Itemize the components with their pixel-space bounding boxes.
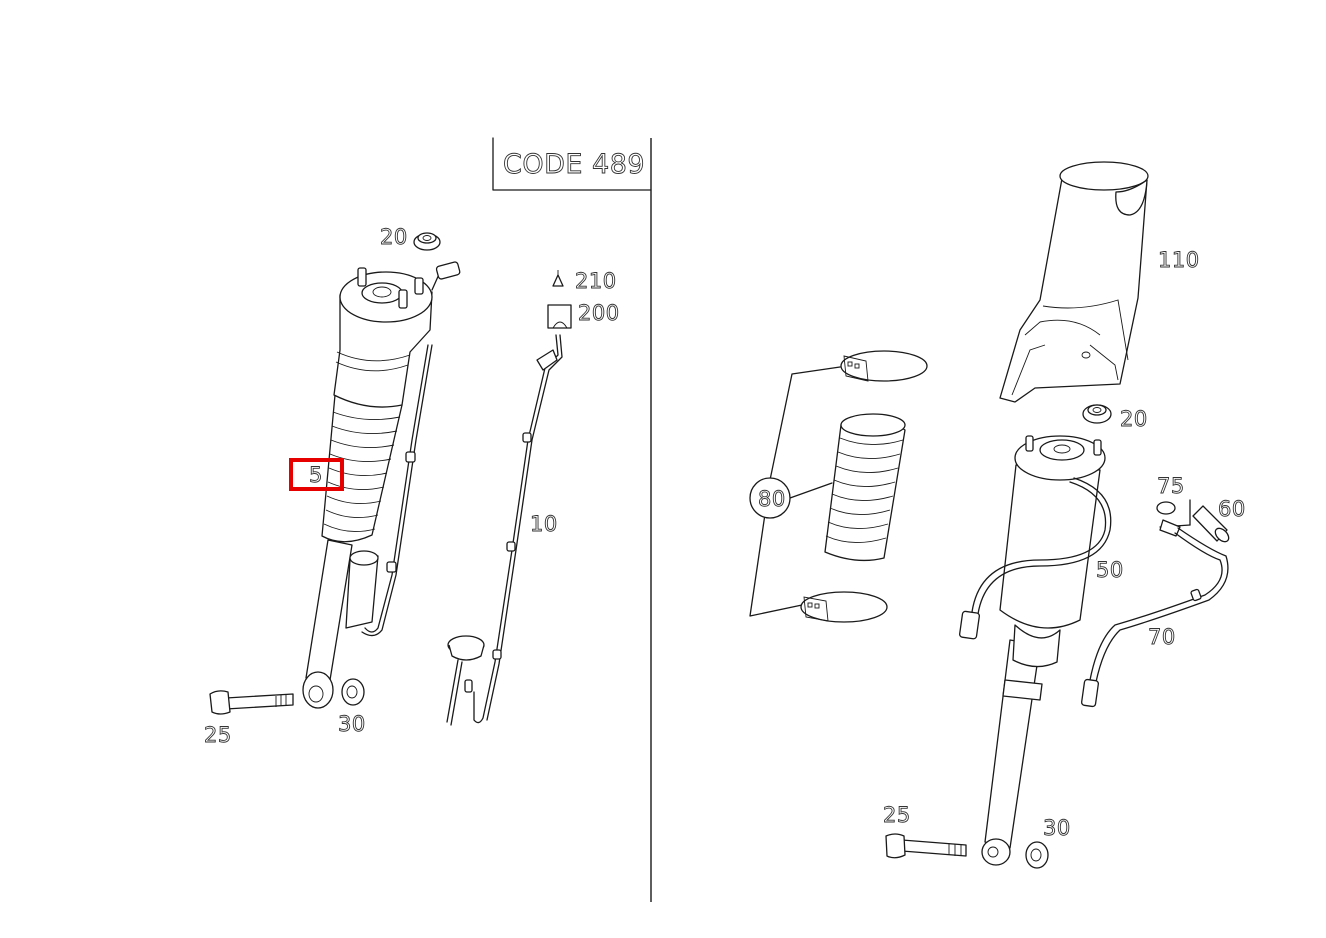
label-20-right: 20: [1120, 407, 1148, 431]
callout-80: 80: [749, 477, 791, 519]
connector-200[interactable]: [547, 304, 572, 329]
nut-20-right[interactable]: [1082, 404, 1112, 424]
bolt-25-right[interactable]: [885, 833, 967, 859]
label-10: 10: [530, 512, 558, 536]
sensor-cable-10[interactable]: [446, 334, 563, 726]
label-75: 75: [1157, 474, 1185, 498]
code-box: CODE 489: [492, 137, 652, 191]
label-20-left: 20: [380, 225, 408, 249]
label-30-left: 30: [338, 712, 366, 736]
label-210: 210: [575, 269, 617, 293]
label-25-left: 25: [204, 723, 232, 747]
label-70: 70: [1148, 625, 1176, 649]
label-25-right: 25: [883, 803, 911, 827]
plug-60[interactable]: [1192, 505, 1231, 544]
bolt-25-left[interactable]: [209, 690, 294, 715]
left-view: 20 210 200 10 5 25 30: [204, 225, 620, 748]
nut-20-left[interactable]: [413, 232, 441, 251]
label-110: 110: [1158, 248, 1200, 272]
boot-kit-80[interactable]: [749, 350, 928, 623]
cap-210[interactable]: [552, 270, 564, 287]
label-30-right: 30: [1043, 816, 1071, 840]
label-5: 5: [309, 463, 323, 487]
air-line-70[interactable]: [1080, 519, 1229, 708]
nut-30-right[interactable]: [1025, 841, 1049, 869]
nut-30-left[interactable]: [341, 678, 365, 706]
cover-110[interactable]: [999, 161, 1149, 403]
label-200: 200: [578, 301, 620, 325]
right-view: 110 20 80 75 60 50 70 25 30: [749, 161, 1246, 869]
air-strut-5[interactable]: [302, 261, 461, 709]
highlight-box-5: [289, 458, 344, 491]
code-label: CODE 489: [503, 149, 645, 180]
label-80: 80: [758, 487, 786, 511]
air-strut-50[interactable]: [959, 435, 1112, 866]
label-50: 50: [1096, 558, 1124, 582]
label-60: 60: [1218, 497, 1246, 521]
